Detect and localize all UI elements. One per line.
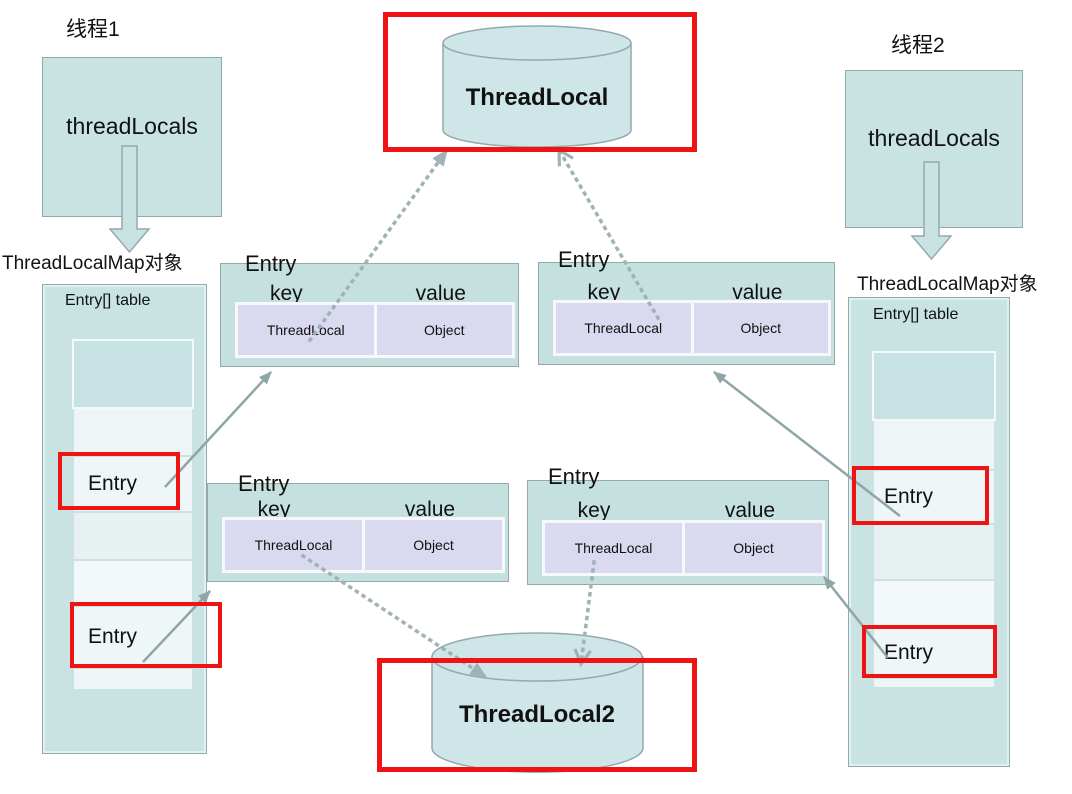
highlight-entry2-left [70, 602, 222, 668]
key-cell: ThreadLocal [556, 303, 691, 353]
thread2-threadlocals-label: threadLocals [868, 124, 1000, 151]
thread1-title: 线程1 [66, 18, 120, 41]
key-cell: ThreadLocal [545, 523, 682, 573]
thread1-map-label: ThreadLocalMap对象 [2, 253, 183, 274]
entry-label: Entry [88, 472, 138, 495]
thread2-entry-slot-2: Entry [874, 629, 994, 677]
thread1-threadlocals-box: threadLocals [42, 57, 222, 217]
entry-table-title: Entry [238, 471, 290, 496]
entry-table-lower-left: Entry key value ThreadLocal Object [207, 471, 509, 582]
entry-table-title: Entry [245, 251, 297, 276]
array-slot [874, 525, 994, 579]
value-cell: Object [693, 303, 828, 353]
thread2-entry-array-column: Entry[] table Entry Entry [848, 297, 1010, 767]
array-slot [874, 353, 994, 419]
entry-cells: ThreadLocal Object [553, 300, 831, 356]
key-header: key [269, 282, 303, 305]
entry-cells: ThreadLocal Object [235, 302, 515, 358]
key-cell: ThreadLocal [238, 305, 374, 355]
thread2-map-label: ThreadLocalMap对象 [857, 274, 1038, 295]
thread1-threadlocals-label: threadLocals [66, 112, 198, 139]
highlight-entry1-right [852, 466, 989, 525]
thread2-title: 线程2 [891, 34, 945, 57]
value-cell: Object [685, 523, 822, 573]
value-cell: Object [365, 520, 502, 570]
thread1-entry-array-column: Entry[] table Entry Entry [42, 284, 207, 754]
entry-table-lower-right: Entry key value ThreadLocal Object [527, 464, 829, 585]
key-cell: ThreadLocal [225, 520, 362, 570]
highlight-threadlocal2 [377, 658, 697, 772]
entry-table-upper-left: Entry key value ThreadLocal Object [220, 251, 519, 367]
entry-label: Entry [88, 625, 138, 648]
array-slot [874, 421, 994, 469]
highlight-entry2-right [862, 625, 997, 678]
array-slot [74, 341, 192, 407]
highlight-threadlocal [383, 12, 697, 152]
entry-table-title: Entry [558, 247, 610, 272]
entry-label: Entry [884, 641, 934, 664]
value-header: value [732, 281, 783, 304]
array-slot [74, 409, 192, 455]
value-cell: Object [376, 305, 512, 355]
highlight-entry1-left [58, 452, 180, 510]
thread2-entry-array-title: Entry[] table [873, 306, 959, 323]
thread1-entry-array-title: Entry[] table [65, 292, 151, 309]
value-header: value [404, 498, 456, 521]
array-slot [74, 513, 192, 559]
array-slot [874, 581, 994, 627]
entry-table-upper-right: Entry key value ThreadLocal Object [538, 247, 835, 365]
array-slot [74, 561, 192, 605]
key-header: key [577, 499, 611, 522]
entry-table-title: Entry [548, 464, 600, 489]
array-slot [874, 679, 994, 687]
entry-cells: ThreadLocal Object [542, 520, 825, 576]
thread2-threadlocals-box: threadLocals [845, 70, 1023, 228]
key-header: key [257, 498, 291, 521]
entry-cells: ThreadLocal Object [222, 517, 505, 573]
array-slot [74, 669, 192, 689]
